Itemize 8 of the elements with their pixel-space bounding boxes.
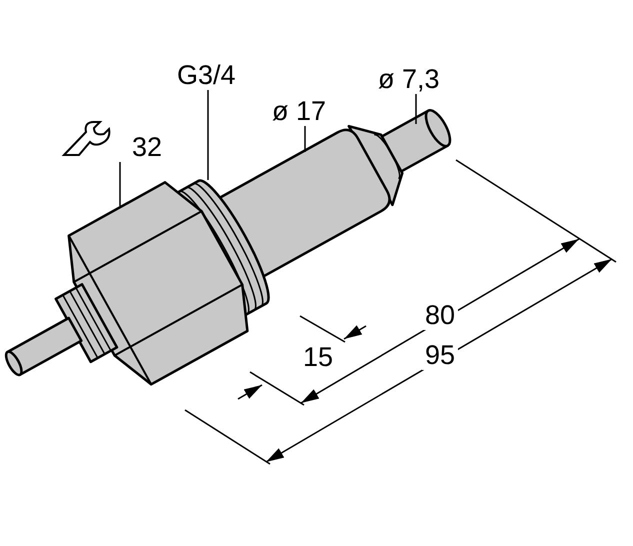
dimension-label: ø 17 [272, 96, 326, 126]
dimension-label: 32 [132, 132, 162, 162]
dimension-label: ø 7,3 [378, 64, 440, 94]
leader-line [207, 90, 209, 180]
leader-line [304, 126, 306, 152]
leader-line [119, 162, 121, 206]
dimension-label: G3/4 [177, 60, 236, 90]
leader-line [415, 94, 417, 124]
